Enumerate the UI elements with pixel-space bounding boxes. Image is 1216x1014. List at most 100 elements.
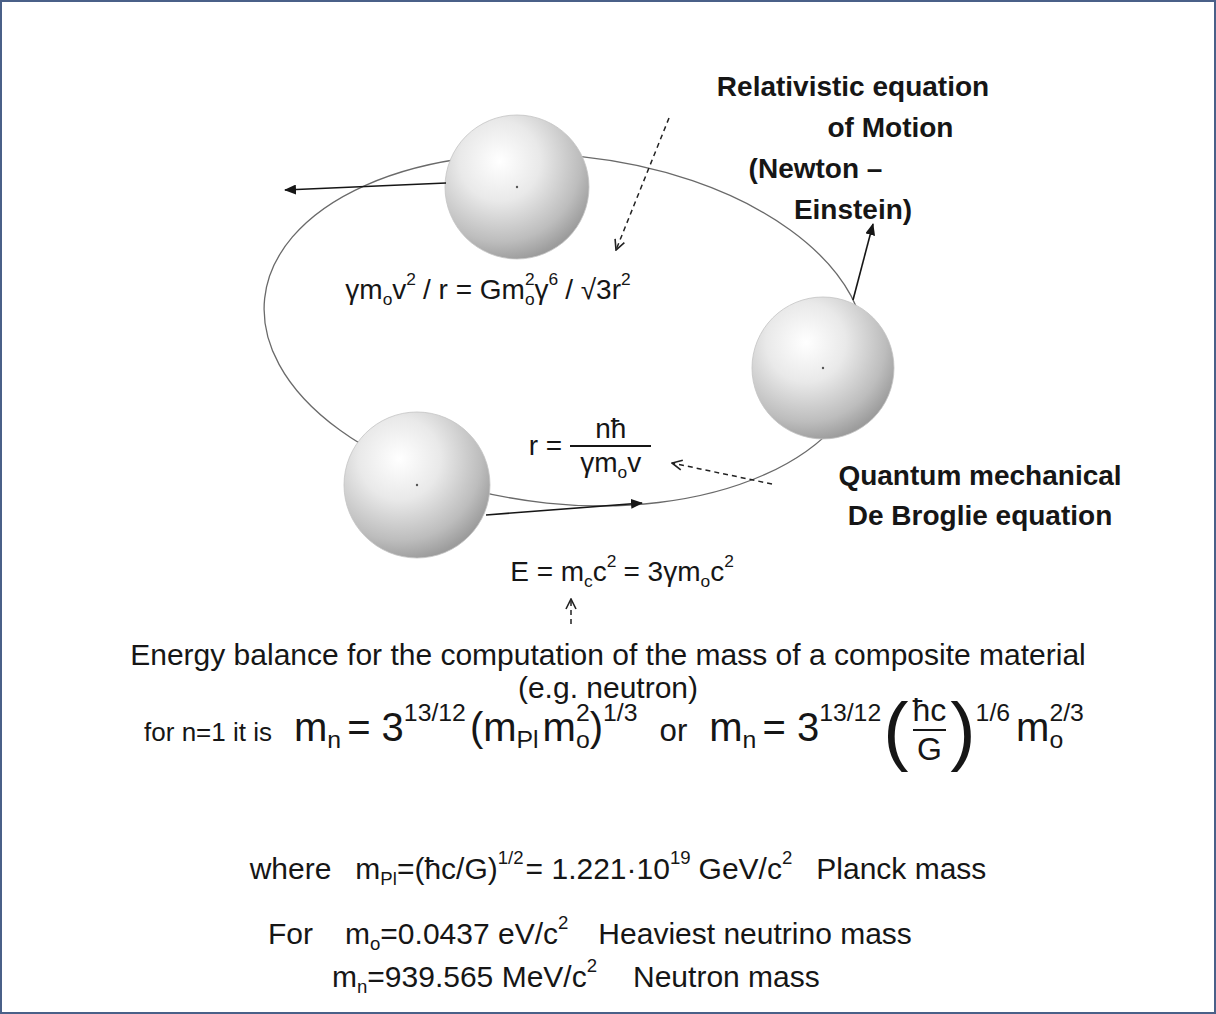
superscript: 2: [558, 912, 568, 933]
equation-term: G: [917, 731, 942, 768]
text-block: Relativistic equation of Motion (Newton …: [703, 66, 1003, 230]
equation-row: mn=939.565 MeV/c2 Neutron mass: [332, 955, 820, 997]
equation-term: ): [590, 704, 603, 750]
equation-term: m: [709, 704, 742, 750]
leader-arrow: [616, 118, 669, 250]
fraction: nħγmov: [570, 413, 651, 483]
subscript: o: [370, 933, 380, 954]
equation-term: ħc: [913, 692, 947, 729]
fraction: ħcG: [909, 692, 951, 768]
equation-term: = 1.221·10: [526, 852, 670, 887]
equation-term: = 3: [347, 704, 404, 750]
equation-term: Neutron mass: [633, 960, 820, 995]
sphere-center: [822, 367, 824, 369]
equation-term: c: [710, 556, 724, 588]
subscript: Pl: [380, 868, 397, 889]
superscript: 2: [621, 270, 631, 290]
superscript: 2: [525, 270, 535, 290]
velocity-arrow: [285, 183, 446, 190]
superscript: 1/6: [976, 699, 1010, 728]
equation-term: = 3: [762, 704, 819, 750]
equation-term: Planck mass: [816, 852, 986, 887]
equation-term: Heaviest neutrino mass: [598, 917, 911, 952]
equation-term: =(ħc/G): [397, 852, 498, 887]
particle-sphere: [445, 115, 589, 259]
equation-term: r =: [529, 430, 562, 462]
equation-term: v: [627, 447, 641, 479]
text-block: Energy balance for the computation of th…: [113, 638, 1103, 704]
superscript: 2: [724, 552, 734, 572]
equation-term: m: [332, 960, 357, 995]
fraction-denominator: γmov: [570, 445, 651, 483]
equation-row: γmov2/ r = Gmo2γ6/ √3r2: [345, 270, 630, 309]
equation-term: c: [593, 556, 607, 588]
superscript: 6: [549, 270, 559, 290]
equation-term: nħ: [595, 413, 626, 445]
equation-term: / r = Gm: [423, 274, 525, 306]
subscript: o: [700, 572, 710, 592]
fraction-denominator: G: [913, 729, 946, 768]
equation-term: for n=1 it is: [144, 718, 272, 748]
equation-term: E = m: [510, 556, 584, 588]
equation-term: / √3r: [565, 274, 621, 306]
fraction-numerator: ħc: [909, 692, 951, 729]
superscript: 2: [406, 270, 416, 290]
sphere-center: [516, 186, 518, 188]
equation-term: where: [250, 852, 332, 887]
equation-term: (m: [470, 704, 517, 750]
equation-row: E = mcc2= 3γmoc2: [510, 552, 734, 591]
equation-term: =939.565 MeV/c: [367, 960, 586, 995]
equation-term: γm: [580, 447, 617, 479]
callout-note: Relativistic equation of Motion (Newton …: [703, 66, 1003, 230]
bracket: ): [950, 692, 975, 768]
leader-arrow: [570, 599, 572, 624]
equation-term: GeV/c: [699, 852, 782, 887]
figure-caption: Energy balance for the computation of th…: [113, 638, 1103, 704]
superscript: 13/12: [819, 699, 881, 728]
superscript: 2/3: [1049, 699, 1083, 728]
subscript: o: [618, 463, 628, 483]
subscript: Pl: [517, 726, 539, 755]
equation-term: m: [543, 704, 576, 750]
subscript: o: [383, 290, 393, 310]
superscript: 1/2: [498, 847, 524, 868]
superscript: 13/12: [404, 699, 466, 728]
line-spacer: [703, 107, 778, 148]
sphere-center: [416, 484, 418, 486]
equation-term: γm: [345, 274, 382, 306]
subscript: c: [584, 572, 593, 592]
equation-term: =0.0437 eV/c: [380, 917, 558, 952]
equation-term: = 3γm: [623, 556, 700, 588]
equation-term: m: [355, 852, 380, 887]
equation-term: or: [660, 713, 688, 749]
superscript: 2: [587, 955, 597, 976]
equation-term: m: [294, 704, 327, 750]
subscript: o: [525, 290, 535, 310]
subscript: n: [357, 976, 367, 997]
line-spacer: [928, 148, 1003, 189]
velocity-arrow: [853, 224, 873, 300]
particle-sphere: [752, 297, 894, 439]
superscript: 19: [670, 847, 691, 868]
equation-term: γ: [535, 274, 549, 306]
subscript: o: [576, 726, 590, 755]
equation-term: m: [1016, 704, 1049, 750]
equation-term: For: [268, 917, 313, 952]
equation-term: m: [345, 917, 370, 952]
bracket: (: [883, 692, 908, 768]
fraction-numerator: nħ: [585, 413, 636, 445]
text-block: Quantum mechanical De Broglie equation: [827, 456, 1133, 536]
equation-row: r =nħγmov: [529, 413, 651, 483]
superscript: 2: [607, 552, 617, 572]
equation-term: v: [392, 274, 406, 306]
leader-arrow: [672, 463, 772, 484]
subscript: o: [1049, 726, 1063, 755]
equation-row: wheremPl=(ħc/G)1/2= 1.221·1019 GeV/c2 Plan…: [250, 847, 987, 889]
subscript: n: [743, 726, 757, 755]
superscript: 2: [782, 847, 792, 868]
subscript: n: [327, 726, 341, 755]
particle-sphere: [344, 412, 490, 558]
callout-note: Quantum mechanical De Broglie equation: [827, 456, 1133, 536]
